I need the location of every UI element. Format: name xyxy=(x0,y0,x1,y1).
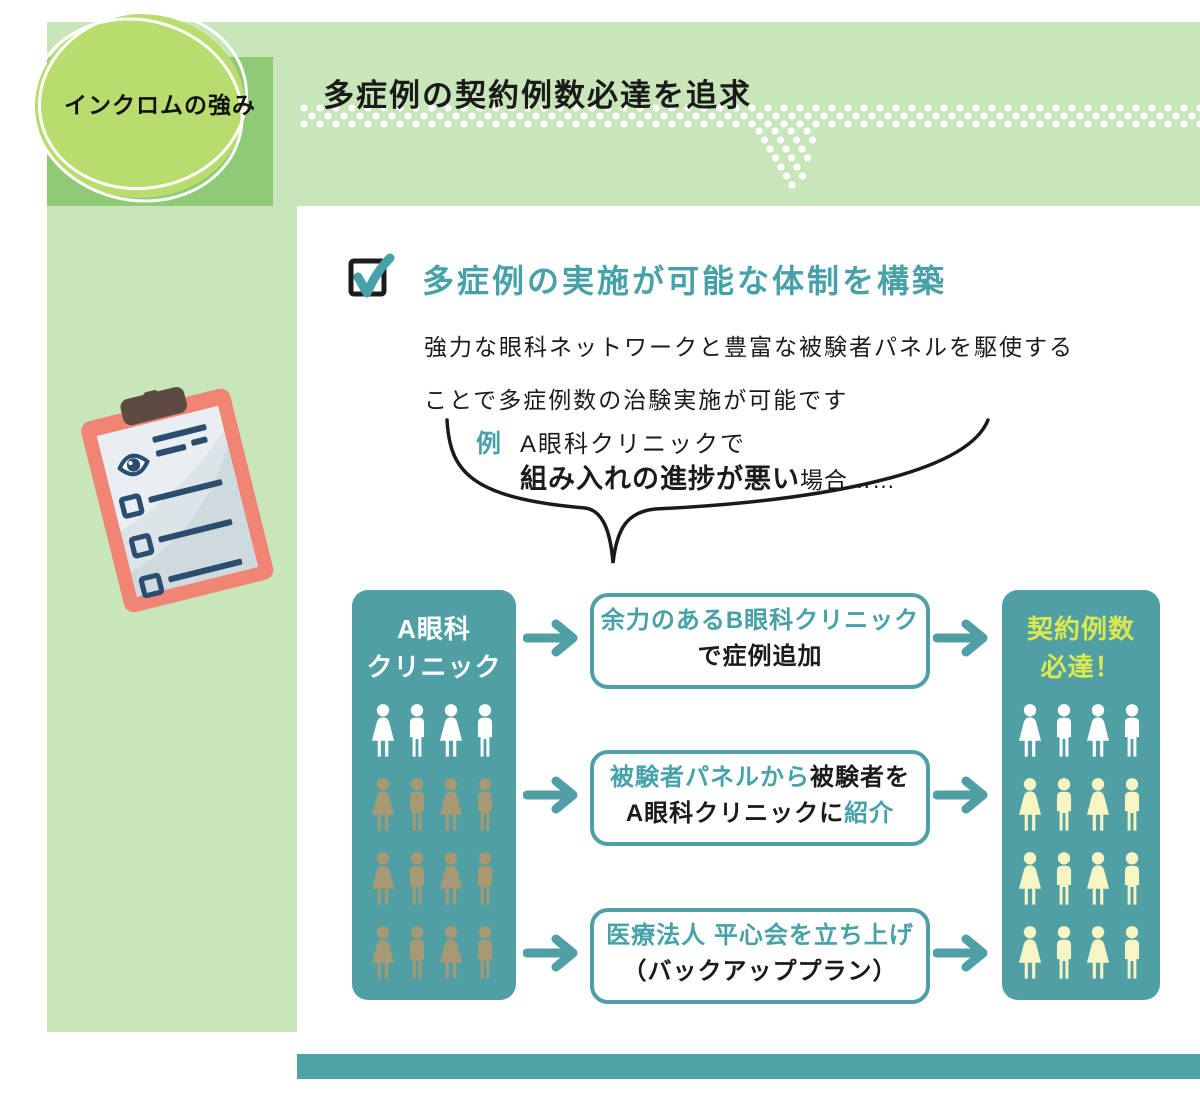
dot-triangle-decoration xyxy=(755,127,817,189)
people-row xyxy=(1002,700,1160,762)
bubble-line-2-bold: 組み入れの進捗が悪い xyxy=(520,464,800,494)
person-man-icon xyxy=(402,700,432,762)
person-woman-icon xyxy=(1083,774,1113,836)
checklist-rows xyxy=(118,479,243,599)
arrow-right-icon xyxy=(933,933,993,973)
section-heading: 多症例の実施が可能な体制を構築 xyxy=(422,263,948,299)
people-row xyxy=(1002,922,1160,984)
bottom-accent-bar xyxy=(297,1054,1200,1079)
checkbox-icon xyxy=(348,253,395,298)
badge-blob-circle xyxy=(30,9,249,203)
person-man-icon xyxy=(470,700,500,762)
eye-icon xyxy=(117,453,150,477)
result-box: 契約例数 必達！ xyxy=(1002,590,1160,1000)
person-woman-icon xyxy=(1015,700,1045,762)
result-box-title: 契約例数 必達！ xyxy=(1026,614,1135,682)
person-man-icon xyxy=(402,774,432,836)
person-woman-icon xyxy=(1015,848,1045,910)
people-row xyxy=(352,700,516,762)
badge-label: インクロムの強み xyxy=(64,92,256,118)
person-man-icon xyxy=(402,922,432,984)
arrow-right-icon xyxy=(933,618,993,658)
source-clinic-title: A眼科 クリニック xyxy=(366,614,502,682)
clipboard-icon xyxy=(81,386,274,613)
step-box-text: 被験者パネルから被験者を xyxy=(610,764,910,791)
person-man-icon xyxy=(470,774,500,836)
source-clinic-box: A眼科 クリニック xyxy=(352,590,516,1000)
person-woman-icon xyxy=(368,848,398,910)
arrow-right-icon xyxy=(523,933,583,973)
arrow-right-icon xyxy=(523,618,583,658)
step-box-text: （バックアッププラン） xyxy=(622,958,898,985)
person-man-icon xyxy=(1117,774,1147,836)
section-body-line: 強力な眼科ネットワークと豊富な被験者パネルを駆使する xyxy=(424,334,1074,360)
people-row xyxy=(1002,848,1160,910)
person-woman-icon xyxy=(1083,922,1113,984)
person-man-icon xyxy=(1049,700,1079,762)
speech-bubble-outline xyxy=(445,418,990,564)
step-box-panel-referral: 被験者パネルから被験者を A眼科クリニックに紹介 xyxy=(590,750,930,846)
bubble-line-2: 組み入れの進捗が悪い場合…… xyxy=(520,457,896,496)
person-man-icon xyxy=(1117,700,1147,762)
person-woman-icon xyxy=(1083,700,1113,762)
person-woman-icon xyxy=(1015,774,1045,836)
person-woman-icon xyxy=(436,774,466,836)
step-box-add-cases: 余力のあるB眼科クリニックで症例追加 xyxy=(590,593,930,689)
person-woman-icon xyxy=(368,922,398,984)
person-man-icon xyxy=(402,848,432,910)
dot-band-decoration xyxy=(300,104,1200,128)
person-man-icon xyxy=(1049,848,1079,910)
person-woman-icon xyxy=(436,848,466,910)
people-row xyxy=(352,922,516,984)
step-box-text: 余力のあるB眼科クリニック xyxy=(600,607,920,634)
person-woman-icon xyxy=(368,700,398,762)
sidebar-panel xyxy=(47,206,297,1032)
step-box-backup-plan: 医療法人 平心会を立ち上げ （バックアッププラン） xyxy=(590,908,930,1004)
people-row xyxy=(1002,774,1160,836)
person-man-icon xyxy=(1049,922,1079,984)
person-man-icon xyxy=(1117,922,1147,984)
page-title: 多症例の契約例数必達を追求 xyxy=(323,78,752,113)
person-man-icon xyxy=(1117,848,1147,910)
person-woman-icon xyxy=(436,700,466,762)
step-box-text: A眼科クリニックに紹介 xyxy=(625,800,895,827)
bubble-line-2-rest: 場合…… xyxy=(800,467,896,493)
people-row xyxy=(352,774,516,836)
people-grid xyxy=(1002,700,1160,996)
bubble-line-1: A眼科クリニックで xyxy=(520,431,747,458)
example-tag: 例 xyxy=(476,430,502,458)
step-box-text: で症例追加 xyxy=(697,643,823,670)
person-woman-icon xyxy=(436,922,466,984)
person-man-icon xyxy=(470,848,500,910)
person-woman-icon xyxy=(1015,922,1045,984)
people-grid xyxy=(352,700,516,996)
arrow-right-icon xyxy=(933,775,993,815)
person-man-icon xyxy=(1049,774,1079,836)
arrow-right-icon xyxy=(523,775,583,815)
people-row xyxy=(352,848,516,910)
person-woman-icon xyxy=(1083,848,1113,910)
section-body-line: ことで多症例数の治験実施が可能です xyxy=(424,387,849,413)
person-woman-icon xyxy=(368,774,398,836)
person-man-icon xyxy=(470,922,500,984)
step-box-text: 医療法人 平心会を立ち上げ xyxy=(606,922,914,949)
